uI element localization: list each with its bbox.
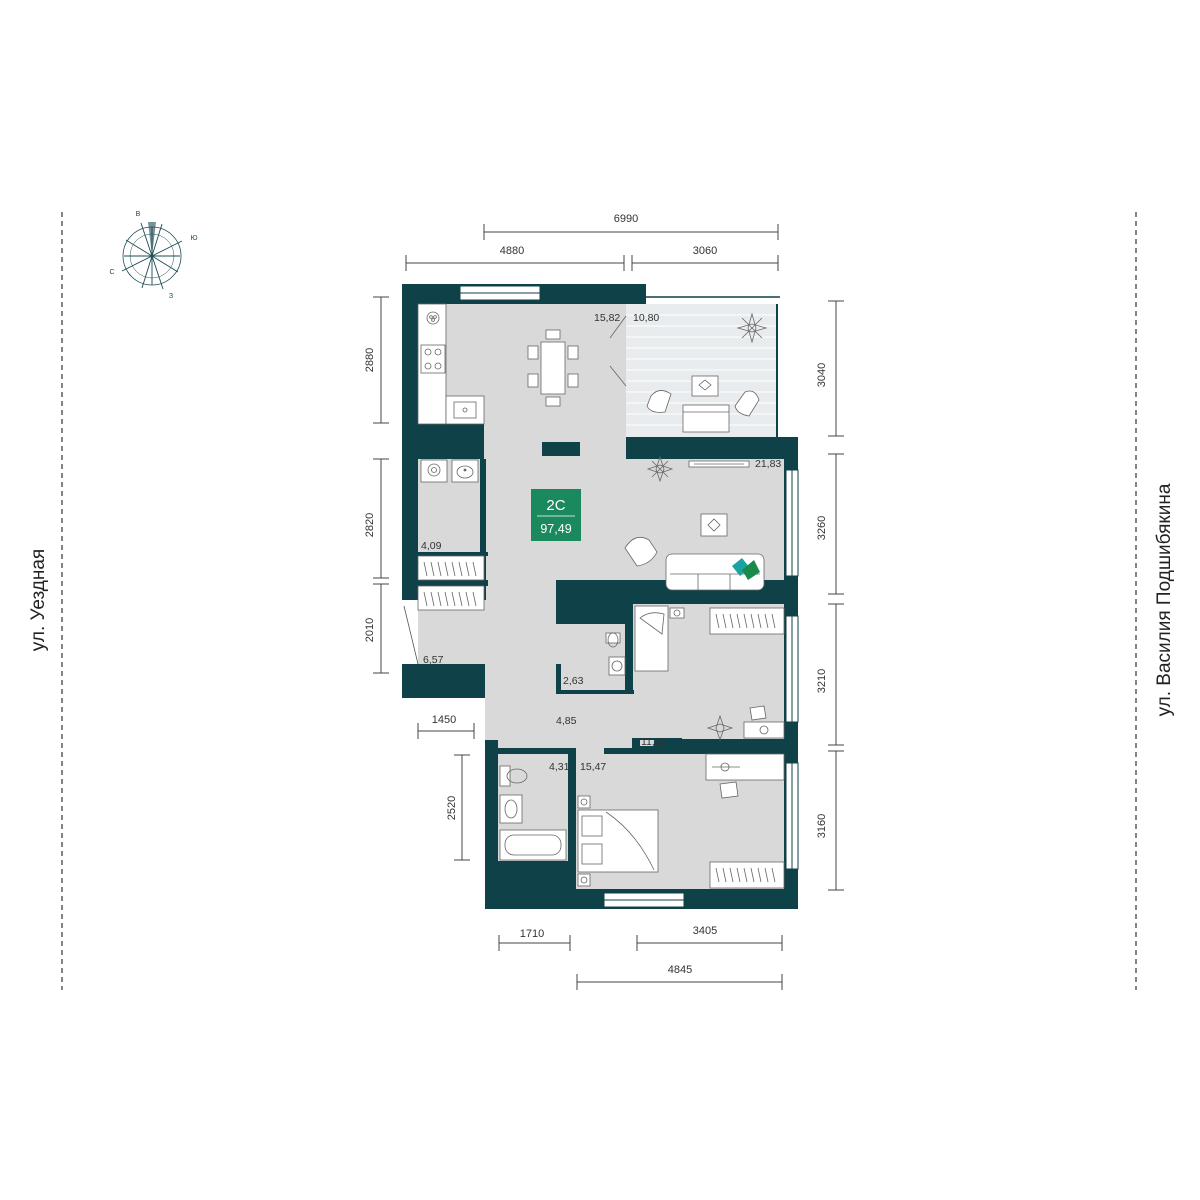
toilet-icon xyxy=(499,765,511,787)
main-floor xyxy=(418,304,784,740)
area-corridor: 4,85 xyxy=(556,715,577,727)
area-bedroom-bottom: 15,47 xyxy=(580,761,606,773)
wardrobe-bedroom-bottom xyxy=(709,861,785,889)
compass-label-west: С xyxy=(109,269,114,276)
balcony-sofa xyxy=(682,404,730,433)
dim-top-overall: 6990 xyxy=(614,213,638,225)
street-label-right: ул. Василия Подшибякина xyxy=(1154,483,1175,716)
bathtub-icon xyxy=(499,829,567,861)
compass-rose-icon: В Ю С З xyxy=(109,211,197,300)
dim-left-3: 2010 xyxy=(364,618,376,642)
dim-right-4: 3160 xyxy=(816,814,828,838)
coffee-table xyxy=(700,513,728,537)
furniture xyxy=(417,303,785,889)
dim-top-right: 3060 xyxy=(693,245,717,257)
wardrobe-bedroom-mid xyxy=(709,607,785,635)
dim-top-left: 4880 xyxy=(500,245,524,257)
apartment-total-area: 97,49 xyxy=(540,522,571,536)
plant-icon xyxy=(706,714,734,742)
pillow-2 xyxy=(742,560,760,580)
area-hall: 6,57 xyxy=(423,654,444,666)
compass-label-east: Ю xyxy=(190,235,197,242)
single-bed-icon xyxy=(634,605,669,672)
dim-right-3: 3210 xyxy=(816,669,828,693)
desk-mid xyxy=(743,721,785,739)
wardrobe-hall xyxy=(417,585,485,611)
street-label-left: ул. Уездная xyxy=(28,549,49,651)
area-bath-top: 4,09 xyxy=(421,540,442,552)
armchair-icon xyxy=(624,536,658,567)
corridor-floor xyxy=(498,694,632,748)
dim-right-1: 3040 xyxy=(816,363,828,387)
dim-bottom-3: 4845 xyxy=(668,964,692,976)
dimension-lines xyxy=(373,224,844,990)
area-balcony: 10,80 xyxy=(633,312,659,324)
dining-table xyxy=(540,341,566,395)
apartment-type: 2С xyxy=(546,497,565,514)
area-bedroom-mid: 11,12 xyxy=(641,736,667,748)
dim-left-2: 2820 xyxy=(364,513,376,537)
area-bath-bottom: 4,31 xyxy=(549,761,570,773)
dim-horizontal-left: 1450 xyxy=(432,714,456,726)
area-living: 21,83 xyxy=(755,458,781,470)
wardrobe-bath-top xyxy=(417,555,485,581)
stove-icon xyxy=(420,344,446,374)
plant-icon xyxy=(736,312,768,344)
compass-label-north: В xyxy=(136,211,141,218)
plant-icon xyxy=(646,455,674,483)
dim-left-1: 2880 xyxy=(364,348,376,372)
washing-machine-icon xyxy=(420,459,448,483)
area-kitchen: 15,82 xyxy=(594,312,620,324)
dim-left-4: 2520 xyxy=(446,796,458,820)
apartment-badge: 2С 97,49 xyxy=(531,489,581,541)
dim-bottom-1: 1710 xyxy=(520,928,544,940)
area-wc-small: 2,63 xyxy=(563,675,584,687)
bath-sink-icon xyxy=(499,794,523,824)
balcony-table xyxy=(691,375,719,397)
compass-label-south: З xyxy=(169,293,173,300)
dim-right-2: 3260 xyxy=(816,516,828,540)
dim-bottom-2: 3405 xyxy=(693,925,717,937)
